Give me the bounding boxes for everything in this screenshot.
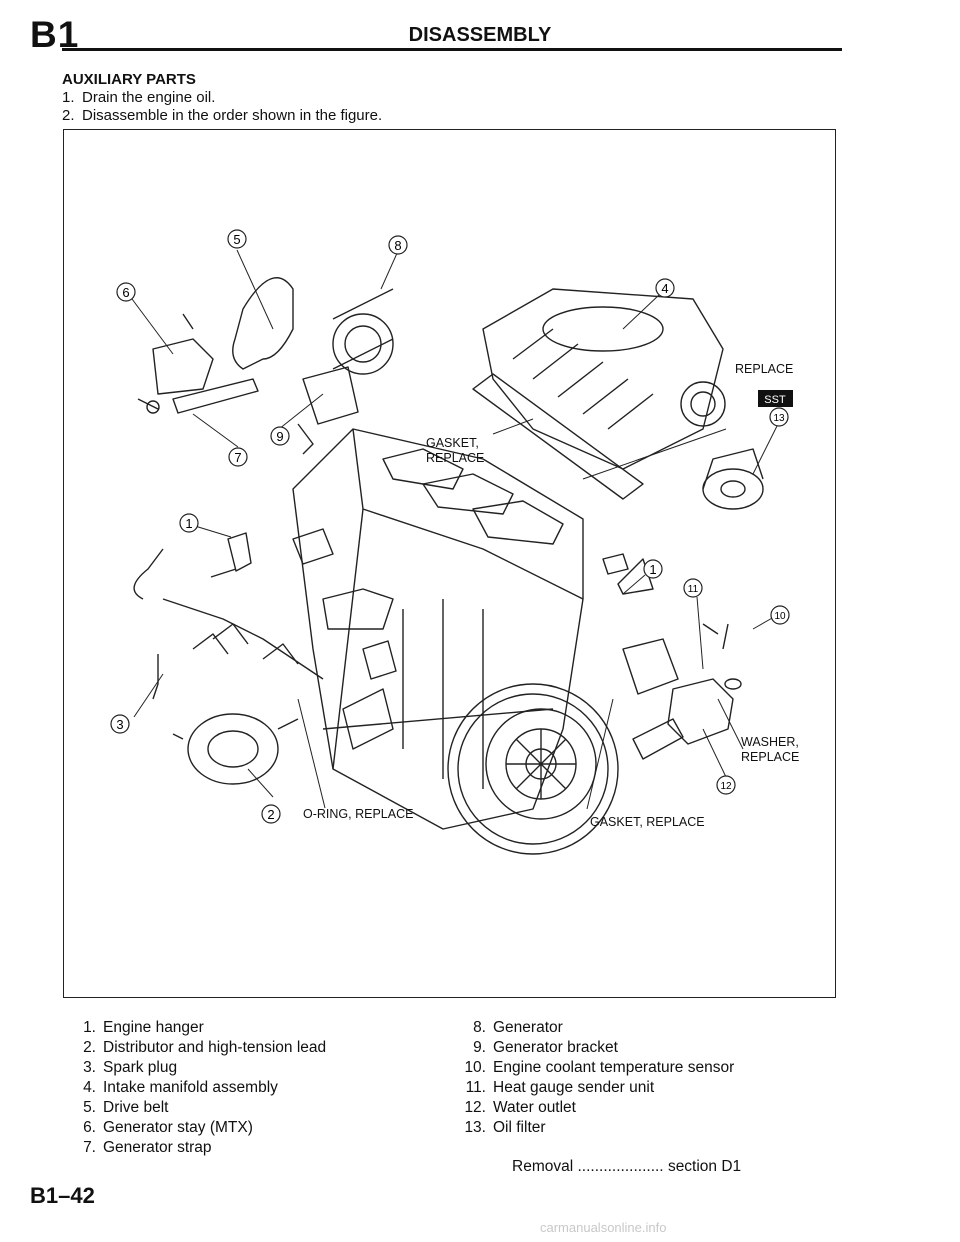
- parts-list-item: 11.Heat gauge sender unit: [465, 1079, 655, 1096]
- parts-list-item: 3.Spark plug: [83, 1059, 178, 1076]
- svg-text:6: 6: [122, 285, 129, 300]
- callouts: 5 8 6 4 9 7 13 1 1 11 10 3 12 2: [110, 229, 790, 824]
- removal-section-ref: section D1: [667, 1158, 742, 1175]
- callout-5: 5: [227, 229, 247, 249]
- engine-hanger-drawing: [210, 423, 314, 578]
- parts-list-item: 8.Generator: [473, 1019, 563, 1036]
- svg-text:3: 3: [116, 717, 123, 732]
- page-number: B1–42: [30, 1183, 95, 1208]
- sst-badge-label: SST: [764, 394, 786, 406]
- distributor-drawing: [133, 548, 324, 785]
- svg-text:1: 1: [649, 562, 656, 577]
- callout-4: 4: [655, 278, 675, 298]
- page-title: DISASSEMBLY: [408, 24, 552, 46]
- parts-list-item: 6.Generator stay (MTX): [83, 1119, 253, 1136]
- clutch-drawing: [447, 683, 619, 855]
- leader-lines: [131, 249, 780, 810]
- svg-text:5: 5: [233, 232, 240, 247]
- engine-block-drawing: [292, 428, 584, 830]
- removal-reference: Removal .................... section D1: [512, 1158, 741, 1176]
- replace-note: REPLACE: [735, 362, 793, 376]
- parts-list-item: 7.Generator strap: [83, 1139, 212, 1156]
- callout-1-right: 1: [643, 559, 663, 579]
- oil-filter-drawing: [702, 448, 764, 510]
- instruction-step: 2.Disassemble in the order shown in the …: [62, 107, 383, 124]
- parts-list-item: 10.Engine coolant temperature sensor: [464, 1059, 735, 1076]
- parts-list-item: 13.Oil filter: [464, 1119, 546, 1136]
- callout-10: 10: [770, 605, 790, 625]
- water-outlet-drawing: [602, 553, 742, 760]
- svg-text:7: 7: [234, 450, 241, 465]
- callout-1-left: 1: [179, 513, 199, 533]
- parts-list-item: 2.Distributor and high-tension lead: [83, 1039, 327, 1056]
- oring-note: O-RING, REPLACE: [303, 807, 413, 821]
- generator-drawing: [232, 277, 394, 425]
- parts-list-right: 8.Generator 9.Generator bracket 10.Engin…: [452, 1018, 734, 1138]
- gasket-note: REPLACE: [426, 451, 484, 465]
- svg-text:10: 10: [774, 611, 786, 622]
- instruction-step: 1.Drain the engine oil.: [62, 89, 216, 106]
- generator-stay-drawing: [137, 313, 259, 414]
- parts-list-item: 1.Engine hanger: [83, 1019, 204, 1036]
- parts-list-item: 5.Drive belt: [83, 1099, 169, 1116]
- callout-7: 7: [228, 447, 248, 467]
- svg-text:9: 9: [276, 429, 283, 444]
- parts-list-item: 4.Intake manifold assembly: [83, 1079, 278, 1096]
- sst-badge: [758, 390, 793, 407]
- gasket-replace-note: GASKET, REPLACE: [590, 815, 705, 829]
- watermark: carmanualsonline.info: [540, 1220, 667, 1235]
- svg-text:12: 12: [720, 781, 732, 792]
- removal-label: Removal: [512, 1158, 574, 1175]
- svg-text:8: 8: [394, 238, 401, 253]
- svg-text:4: 4: [661, 281, 668, 296]
- callout-11: 11: [683, 578, 703, 598]
- removal-leader: ....................: [577, 1158, 664, 1175]
- engine-exploded-diagram: 5 8 6 4 9 7 13 1 1 11 10 3 12 2 REPLACE …: [110, 229, 799, 855]
- parts-list-left: 1.Engine hanger 2.Distributor and high-t…: [62, 1018, 326, 1158]
- header-rule: [62, 48, 842, 51]
- svg-text:11: 11: [688, 584, 699, 595]
- callout-13: 13: [769, 407, 789, 427]
- section-subhead: AUXILIARY PARTS: [62, 71, 196, 88]
- svg-text:13: 13: [773, 413, 785, 424]
- callout-12: 12: [716, 775, 736, 795]
- intake-manifold-drawing: [472, 288, 726, 500]
- parts-list-item: 9.Generator bracket: [473, 1039, 618, 1056]
- figure-frame: [63, 129, 836, 998]
- svg-text:2: 2: [267, 807, 274, 822]
- parts-list-item: 12.Water outlet: [464, 1099, 576, 1116]
- washer-note: WASHER,: [741, 735, 799, 749]
- callout-8: 8: [388, 235, 408, 255]
- callout-2: 2: [261, 804, 281, 824]
- svg-text:1: 1: [185, 516, 192, 531]
- callout-3: 3: [110, 714, 130, 734]
- callout-9: 9: [270, 426, 290, 446]
- washer-note: REPLACE: [741, 750, 799, 764]
- gasket-note: GASKET,: [426, 436, 479, 450]
- callout-6: 6: [116, 282, 136, 302]
